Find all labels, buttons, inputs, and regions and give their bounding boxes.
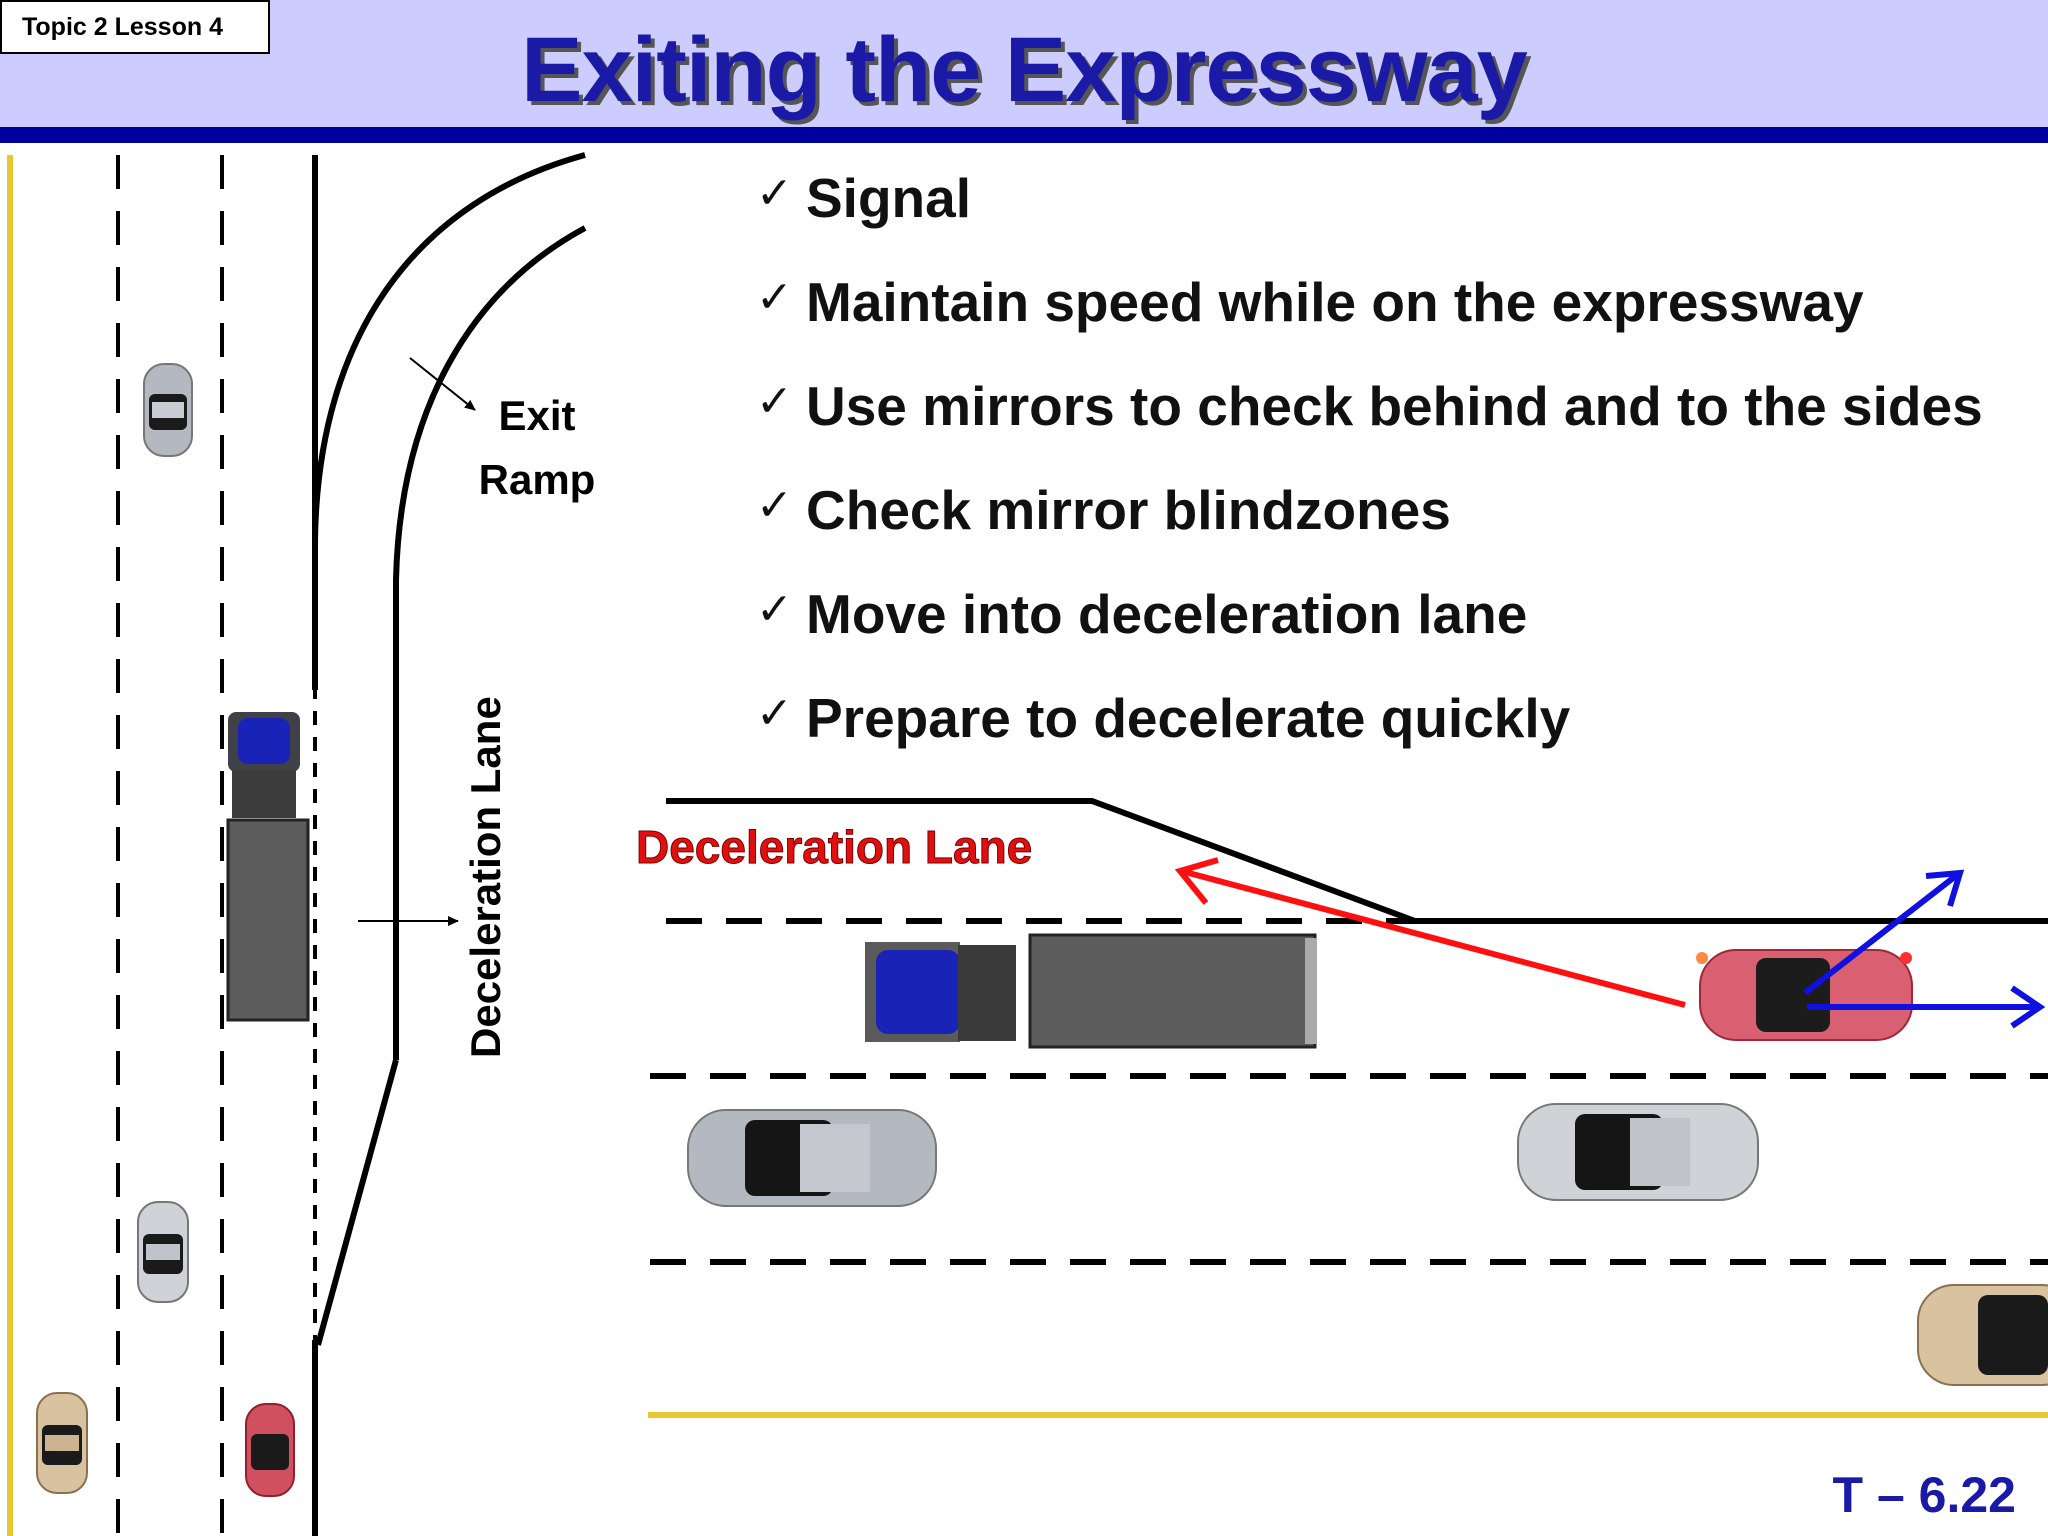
horizontal-decel-lane-label: Deceleration Lane	[636, 821, 1032, 873]
car-silver	[143, 363, 193, 457]
checklist-text: Prepare to decelerate quickly	[806, 687, 1571, 749]
vector-arrowhead-blue	[2010, 985, 2046, 1029]
checklist-text: Maintain speed while on the expressway	[806, 271, 1864, 333]
truck-blue-cab	[226, 712, 310, 1022]
truck-horizontal	[865, 933, 1317, 1049]
exit-ramp-outer-curve	[393, 225, 587, 1060]
exit-ramp-pointer	[409, 357, 476, 411]
exit-ramp-inner-curve	[312, 152, 586, 690]
checkmark-icon: ✓	[756, 481, 793, 530]
car-red-exiting	[1696, 949, 1913, 1041]
checkmark-icon: ✓	[756, 377, 793, 426]
checkmark-icon: ✓	[756, 273, 793, 322]
taper-line	[315, 1059, 399, 1346]
path-arrow-red	[1184, 869, 1686, 1008]
checkmark-icon: ✓	[756, 585, 793, 634]
car-gray-lane2	[1517, 1103, 1759, 1201]
vector-arrow-blue	[1803, 872, 1959, 996]
car-tan	[36, 1392, 88, 1494]
checklist-text: Use mirrors to check behind and to the s…	[806, 375, 1983, 437]
vector-arrowhead-blue	[1925, 869, 1965, 907]
road-edge-solid	[666, 798, 2048, 924]
car-tan-lane3	[1917, 1284, 2048, 1386]
topic-badge: Topic 2 Lesson 4	[0, 0, 270, 54]
car-gray	[137, 1201, 189, 1303]
checklist-text: Check mirror blindzones	[806, 479, 1451, 541]
slide-title: Exiting the Expressway	[521, 19, 1528, 121]
checkmark-icon: ✓	[756, 169, 793, 218]
exit-ramp-label: Exit	[498, 392, 575, 439]
car-red	[245, 1403, 295, 1497]
path-arrowhead-red	[1174, 857, 1219, 905]
horizontal-road	[648, 798, 2048, 1418]
checkmark-icon: ✓	[756, 689, 793, 738]
vertical-road	[7, 152, 587, 1536]
exit-ramp-label: Ramp	[479, 456, 596, 503]
car-silver-lane2	[687, 1109, 937, 1207]
vertical-decel-lane-label: Deceleration Lane	[462, 696, 509, 1058]
checklist-text: Move into deceleration lane	[806, 583, 1528, 645]
checklist-text: Signal	[806, 167, 972, 229]
slide-number: T – 6.22	[1832, 1467, 2016, 1523]
header-bar	[0, 0, 2048, 127]
header-rule	[0, 127, 2048, 143]
